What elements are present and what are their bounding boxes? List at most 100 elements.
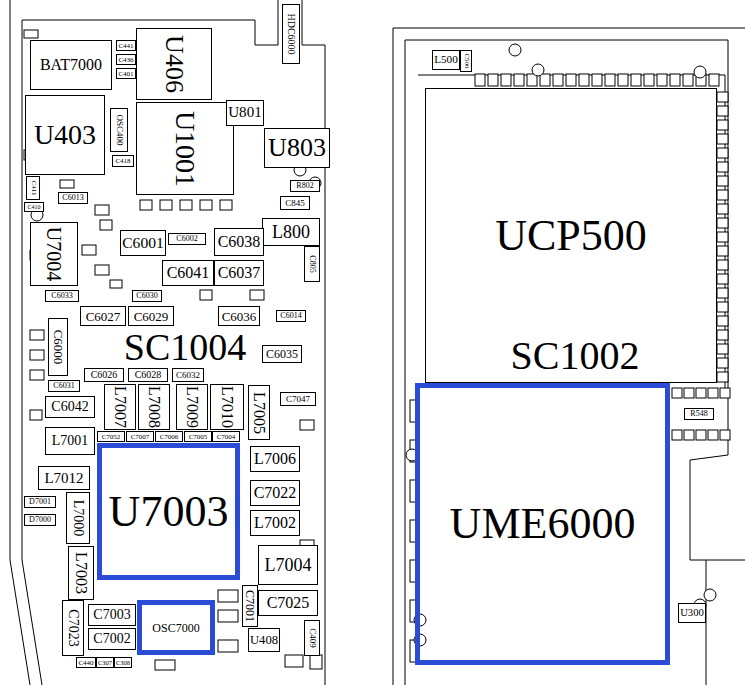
solder-pad: [717, 288, 728, 298]
part-label: C845: [285, 199, 305, 208]
component-box: L7004: [258, 545, 318, 585]
component-box: C7003: [88, 604, 136, 626]
solder-pad: [30, 350, 44, 360]
component-box: U1001: [136, 102, 234, 195]
component-box: HDC6000: [282, 4, 300, 64]
solder-pad: [160, 200, 172, 210]
solder-pad: [717, 232, 728, 242]
part-label: C6037: [218, 265, 261, 281]
part-label: C7025: [267, 595, 310, 611]
solder-pad: [717, 92, 728, 102]
part-label: C6036: [222, 310, 257, 323]
solder-pad: [696, 430, 706, 440]
part-label: C7003: [93, 608, 130, 622]
component-box: U403: [25, 95, 105, 175]
part-label: C401: [118, 70, 133, 77]
part-label: L7005: [251, 392, 267, 434]
part-label: C7002: [93, 632, 130, 646]
part-label: C6002: [176, 235, 197, 243]
solder-pad: [110, 280, 122, 288]
component-box: C845: [280, 196, 310, 210]
part-label: C7005: [189, 433, 208, 440]
part-label: C7047: [286, 395, 310, 404]
part-label: C6026: [91, 370, 118, 380]
part-label: C6030: [136, 292, 157, 300]
component-box: C6030: [132, 290, 162, 302]
solder-pad: [24, 30, 38, 38]
part-label: C6001: [122, 235, 164, 251]
component-box: BAT7000: [30, 40, 112, 90]
solder-pad: [717, 190, 728, 200]
component-box: L7003: [68, 546, 94, 600]
component-box: C6035: [262, 345, 302, 363]
part-label: C6000: [52, 330, 65, 365]
part-label: UME6000: [450, 502, 636, 546]
solder-pad: [717, 106, 728, 116]
solder-pad: [717, 218, 728, 228]
part-label: C6032: [176, 371, 200, 380]
solder-pad: [579, 74, 589, 86]
component-box: L800: [262, 218, 320, 246]
solder-pad: [717, 302, 728, 312]
solder-pad: [540, 74, 550, 86]
component-box: L7005: [248, 385, 270, 440]
component-box: C6041: [162, 260, 214, 286]
part-label: R802: [296, 182, 313, 190]
part-label: C436: [118, 56, 133, 63]
part-label: C6041: [167, 265, 210, 281]
part-label: L7002: [254, 515, 296, 531]
component-box: C441: [116, 40, 136, 51]
part-label: C308: [116, 659, 130, 666]
solder-pad: [720, 388, 730, 398]
component-box: C6027: [80, 306, 126, 326]
solder-pad: [618, 74, 628, 86]
part-label: U406: [161, 35, 187, 93]
component-box: C7001: [242, 585, 258, 627]
part-label: L7006: [254, 451, 296, 467]
component-box: C418: [112, 155, 134, 167]
part-label: L7003: [73, 552, 89, 594]
component-box: D7000: [24, 514, 56, 526]
solder-pad: [717, 134, 728, 144]
component-box: U408: [248, 628, 280, 652]
part-label: U408: [250, 634, 278, 647]
component-box: C409: [304, 620, 320, 656]
component-box: C7025: [258, 590, 318, 616]
component-box: L7006: [250, 446, 300, 472]
part-label: L7012: [44, 471, 83, 486]
part-label: OSC7000: [152, 622, 199, 634]
part-label: UCP500: [495, 214, 647, 258]
solder-pad: [717, 260, 728, 270]
solder-pad: [684, 388, 694, 398]
solder-pad: [310, 655, 322, 669]
solder-pad: [717, 176, 728, 186]
solder-pad: [717, 344, 728, 354]
component-box: L7009: [176, 384, 208, 430]
part-label: L7007: [112, 386, 128, 428]
solder-pad: [657, 74, 667, 86]
component-box: C805: [304, 246, 320, 282]
solder-pad: [592, 74, 602, 86]
component-box: C6001: [120, 230, 166, 256]
component-box: C436: [116, 54, 136, 65]
component-box: U406: [136, 28, 212, 100]
part-label: L7008: [146, 386, 162, 428]
component-box: C7006: [155, 431, 183, 442]
part-label: L7000: [71, 500, 85, 537]
part-label: C411: [30, 181, 37, 196]
component-box: C410: [24, 202, 44, 212]
component-box: C7023: [62, 600, 84, 656]
component-box: C6042: [45, 396, 95, 418]
part-label: U403: [34, 121, 96, 149]
part-label: U7003: [109, 490, 229, 534]
solder-pad: [285, 655, 303, 667]
solder-pad: [60, 180, 74, 188]
part-label: C6029: [134, 310, 169, 323]
part-label: D7000: [29, 516, 51, 524]
solder-pad: [717, 148, 728, 158]
component-box: C401: [116, 68, 136, 79]
solder-pad: [30, 370, 44, 380]
part-label: L7009: [184, 386, 200, 428]
part-label: C440: [78, 659, 93, 666]
part-label: C7001: [244, 590, 256, 622]
